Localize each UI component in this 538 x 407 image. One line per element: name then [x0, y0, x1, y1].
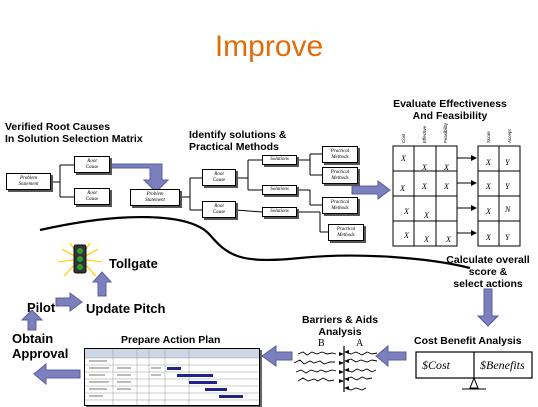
- cost-benefit-heading: Cost Benefit Analysis: [414, 335, 522, 347]
- arrow-to-tollgate: [91, 271, 113, 297]
- cost-benefit-balance: [415, 351, 533, 390]
- pilot-label: Pilot: [27, 300, 56, 315]
- obtain-approval-label: Obtain Approval: [12, 331, 69, 361]
- barriers-label: B: [318, 338, 325, 349]
- update-pitch-label: Update Pitch: [86, 301, 166, 316]
- matrix-column-header: Effective: [422, 125, 427, 143]
- matrix-cell: X: [444, 182, 449, 191]
- matrix-cell: X: [422, 163, 427, 172]
- benefits-label: $Benefits: [480, 358, 525, 372]
- score-cell: Y: [505, 233, 510, 242]
- matrix-cell: X: [424, 235, 429, 244]
- matrix-cell: X: [401, 154, 406, 163]
- matrix-column-header: Feasibility: [443, 122, 448, 143]
- barriers-aids-heading: Barriers & Aids Analysis: [301, 314, 379, 338]
- practical-methods-box: Practical Methods: [328, 224, 364, 241]
- score-cell: Y: [505, 182, 510, 191]
- root-cause-box: Root Cause: [74, 188, 110, 205]
- matrix-cell: X: [424, 211, 429, 220]
- barriers-aids-chart: [293, 346, 378, 392]
- score-column-header: Score: [486, 131, 491, 143]
- calculate-score-heading: Calculate overall score & select actions: [446, 254, 530, 290]
- identify-solutions-heading: Identify solutions & Practical Methods: [189, 129, 287, 153]
- evaluation-matrix: [392, 145, 521, 247]
- solutions-box: Solutions: [262, 207, 297, 217]
- evaluate-effectiveness-heading: Evaluate Effectiveness And Feasibility: [393, 98, 507, 122]
- practical-methods-box: Practical Methods: [322, 167, 358, 184]
- matrix-cell: X: [446, 235, 451, 244]
- score-cell: Y: [505, 158, 510, 167]
- score-cell: X: [486, 182, 491, 191]
- traffic-light-icon: [57, 242, 103, 277]
- prepare-action-plan-heading: Prepare Action Plan: [121, 334, 221, 346]
- matrix-cell: X: [444, 163, 449, 172]
- arrow-to-problem-statement: [109, 163, 170, 193]
- matrix-column-header: Cost: [401, 133, 406, 143]
- separator-curve: [39, 216, 471, 270]
- matrix-cell: X: [400, 184, 405, 193]
- verified-root-causes-heading: Verified Root Causes In Solution Selecti…: [5, 121, 143, 145]
- score-column-header: Accept: [507, 129, 512, 143]
- practical-methods-box: Practical Methods: [322, 197, 358, 214]
- practical-methods-box: Practical Methods: [322, 146, 358, 163]
- arrow-to-barriers: [375, 344, 407, 368]
- tollgate-label: Tollgate: [109, 256, 158, 271]
- action-plan-thumbnail: [84, 348, 260, 406]
- score-cell: N: [505, 205, 511, 214]
- flow-arrows: [20, 163, 500, 386]
- arrow-to-matrix: [351, 180, 391, 200]
- gantt-chart: [85, 349, 259, 405]
- root-cause-box: Root Cause: [202, 201, 236, 218]
- arrow-to-action-plan: [261, 345, 293, 367]
- problem-statement-box: Problem Statement: [6, 173, 51, 190]
- arrow-to-pilot: [20, 309, 44, 331]
- score-cell: X: [486, 207, 491, 216]
- page-title: Improve: [214, 30, 324, 63]
- arrow-to-cost-benefit: [476, 288, 500, 327]
- problem-statement-box: Problem Statement: [130, 189, 180, 206]
- matrix-cell: X: [404, 207, 409, 216]
- solutions-box: Solutions: [262, 155, 297, 165]
- matrix-cell: X: [422, 182, 427, 191]
- root-cause-box: Root Cause: [74, 156, 110, 173]
- matrix-cell: X: [404, 231, 409, 240]
- solutions-box: Solutions: [262, 185, 297, 195]
- arrow-to-obtain-approval: [33, 362, 81, 386]
- cost-label: $Cost: [422, 358, 451, 372]
- score-cell: X: [486, 233, 491, 242]
- score-cell: X: [486, 158, 491, 167]
- aids-label: A: [356, 338, 364, 349]
- arrow-to-update-pitch: [55, 292, 83, 312]
- root-cause-box: Root Cause: [202, 169, 236, 186]
